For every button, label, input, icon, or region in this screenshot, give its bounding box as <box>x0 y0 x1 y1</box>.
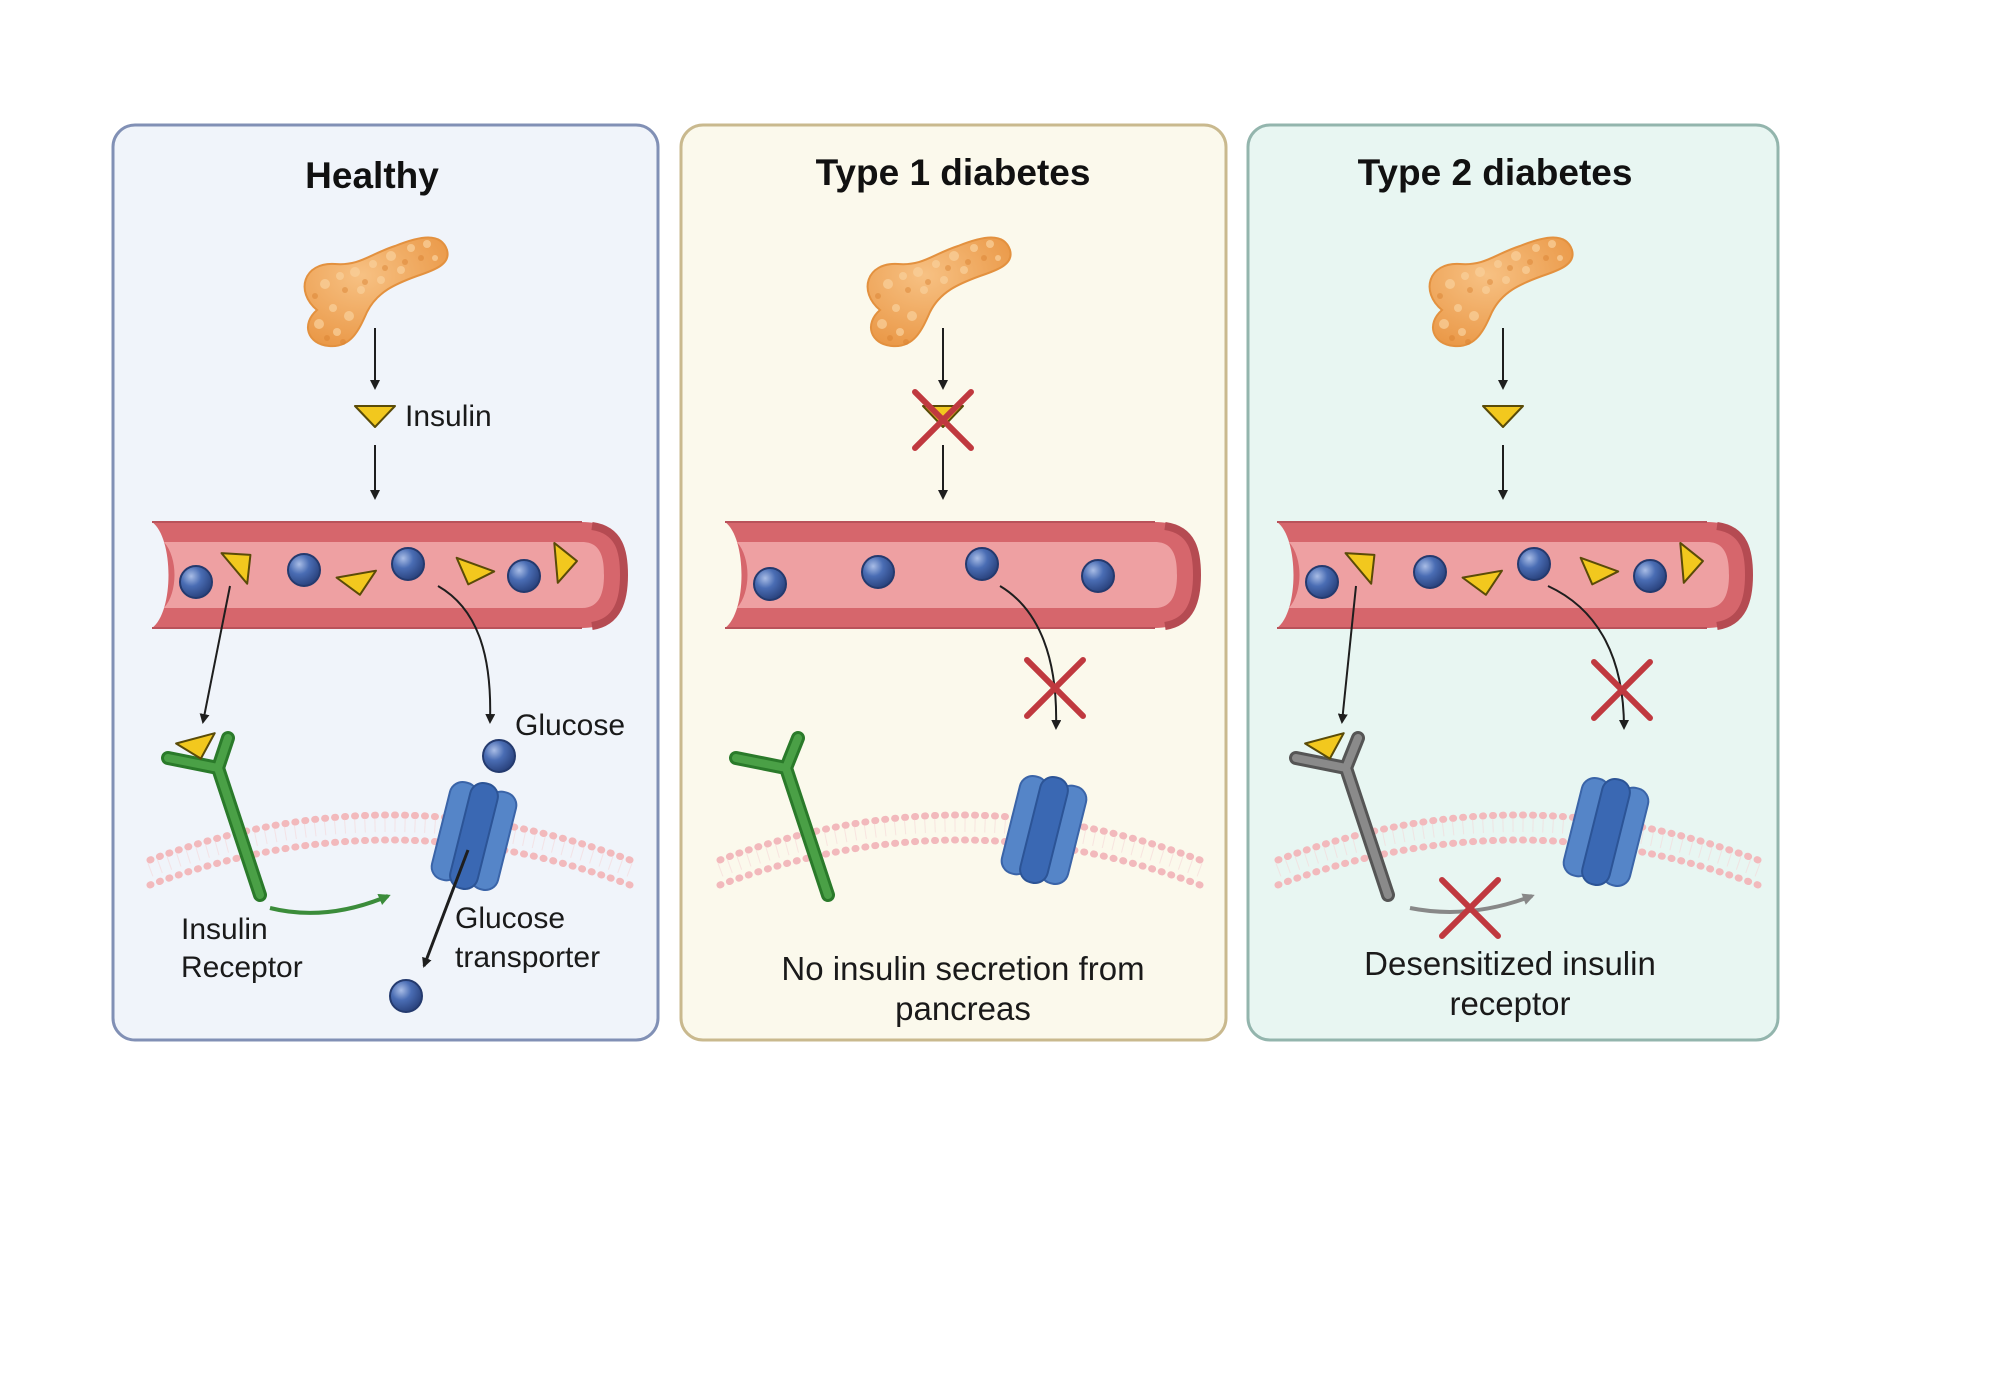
receptor-label-line1: Insulin <box>181 913 268 946</box>
type1-caption-line1: No insulin secretion from <box>781 950 1144 987</box>
transporter-label-line1: Glucose <box>455 902 565 935</box>
glucose-icon <box>482 739 516 773</box>
blood-vessel-icon <box>1277 522 1752 628</box>
glucose-icon <box>753 567 787 601</box>
glucose-label: Glucose <box>515 709 625 742</box>
panel-title-healthy: Healthy <box>305 155 439 196</box>
glucose-icon <box>1305 565 1339 599</box>
glucose-icon <box>1633 559 1667 593</box>
type2-caption-line2: receptor <box>1449 985 1570 1022</box>
glucose-icon <box>1081 559 1115 593</box>
blood-vessel-icon <box>725 522 1200 628</box>
glucose-icon <box>179 565 213 599</box>
glucose-icon <box>1517 547 1551 581</box>
panel-type1: Type 1 diabetes No insulin secretion fro… <box>679 123 1228 1042</box>
panel-type2: Type 2 diabetes Desensitized insulin rec… <box>1246 123 1780 1042</box>
blood-vessel-icon <box>152 522 627 628</box>
glucose-icon <box>287 553 321 587</box>
type2-caption-line1: Desensitized insulin <box>1364 945 1656 982</box>
transporter-label-line2: transporter <box>455 941 600 974</box>
type1-caption-line2: pancreas <box>895 990 1031 1027</box>
insulin-receptor-icon <box>161 731 267 902</box>
insulin-receptor-icon-desensitized <box>1289 731 1395 902</box>
panel-title-type1: Type 1 diabetes <box>816 152 1091 193</box>
glucose-icon <box>391 547 425 581</box>
receptor-label-line2: Receptor <box>181 951 303 984</box>
glucose-icon <box>1413 555 1447 589</box>
glucose-icon <box>507 559 541 593</box>
glucose-icon <box>389 979 423 1013</box>
insulin-receptor-icon <box>729 731 835 902</box>
glucose-icon <box>965 547 999 581</box>
glucose-icon <box>861 555 895 589</box>
insulin-label: Insulin <box>405 400 492 433</box>
panel-title-type2: Type 2 diabetes <box>1358 152 1633 193</box>
panel-healthy: Healthy Insulin Glucose Insulin Receptor <box>111 123 660 1042</box>
